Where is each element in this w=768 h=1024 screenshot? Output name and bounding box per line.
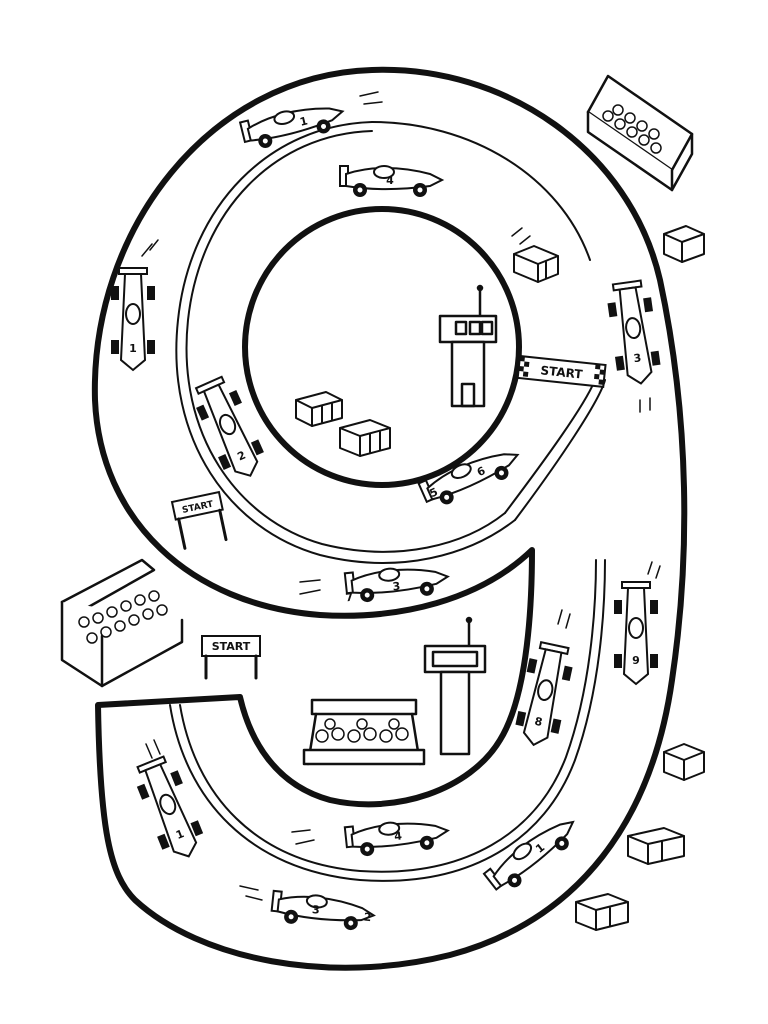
- start-banner-inner: START: [516, 354, 607, 388]
- race-car: 1: [110, 267, 156, 371]
- race-car: 2: [187, 372, 272, 486]
- start-banner-inner-text: START: [540, 363, 584, 381]
- race-car: 3: [603, 278, 664, 388]
- hay-bale: [627, 827, 685, 865]
- digit-nine-outline: [91, 66, 688, 971]
- hay-bale: [513, 245, 559, 283]
- car-number: 9: [632, 654, 640, 667]
- speed-lines: [141, 91, 661, 901]
- start-sign-lower-text: START: [212, 640, 251, 653]
- car-number: 4: [386, 174, 394, 187]
- car-number: 4: [394, 829, 403, 843]
- inner-hole-outline: [242, 206, 522, 488]
- race-car: 1: [129, 752, 211, 866]
- car-number: 3: [633, 351, 642, 365]
- grandstand-lower-center: [302, 698, 426, 766]
- car-number: 2: [363, 910, 372, 924]
- race-car: 1: [482, 809, 585, 900]
- car-number: 1: [129, 342, 137, 355]
- car-number: 3: [311, 903, 320, 917]
- hay-bale: [663, 225, 705, 263]
- start-sign-lower: START: [201, 635, 261, 680]
- track-lane-lines: [169, 121, 606, 882]
- control-tower-lower: [423, 616, 487, 756]
- race-car: 8: [511, 639, 578, 751]
- race-car: 1: [239, 96, 348, 154]
- grandstand-left: [60, 558, 184, 688]
- hay-bale: [663, 743, 705, 781]
- race-car: 9: [613, 581, 659, 685]
- hay-bale: [575, 893, 629, 931]
- control-tower-inner: [438, 284, 498, 408]
- car-number: 1: [174, 827, 186, 842]
- race-car: 7 3: [343, 561, 451, 606]
- car-number: 3: [392, 580, 401, 594]
- race-car: 4: [339, 165, 443, 198]
- car-number: 8: [533, 715, 543, 729]
- start-sign-left: START: [170, 490, 228, 550]
- race-car: 6 5: [417, 441, 526, 513]
- grandstand-top-right: [586, 74, 694, 192]
- car-number: 7: [345, 591, 354, 605]
- hay-bale: [339, 419, 391, 457]
- race-car: 3 2: [269, 889, 377, 934]
- car-number: 1: [298, 114, 309, 128]
- hay-bale: [295, 391, 343, 427]
- race-car: 4: [343, 815, 451, 860]
